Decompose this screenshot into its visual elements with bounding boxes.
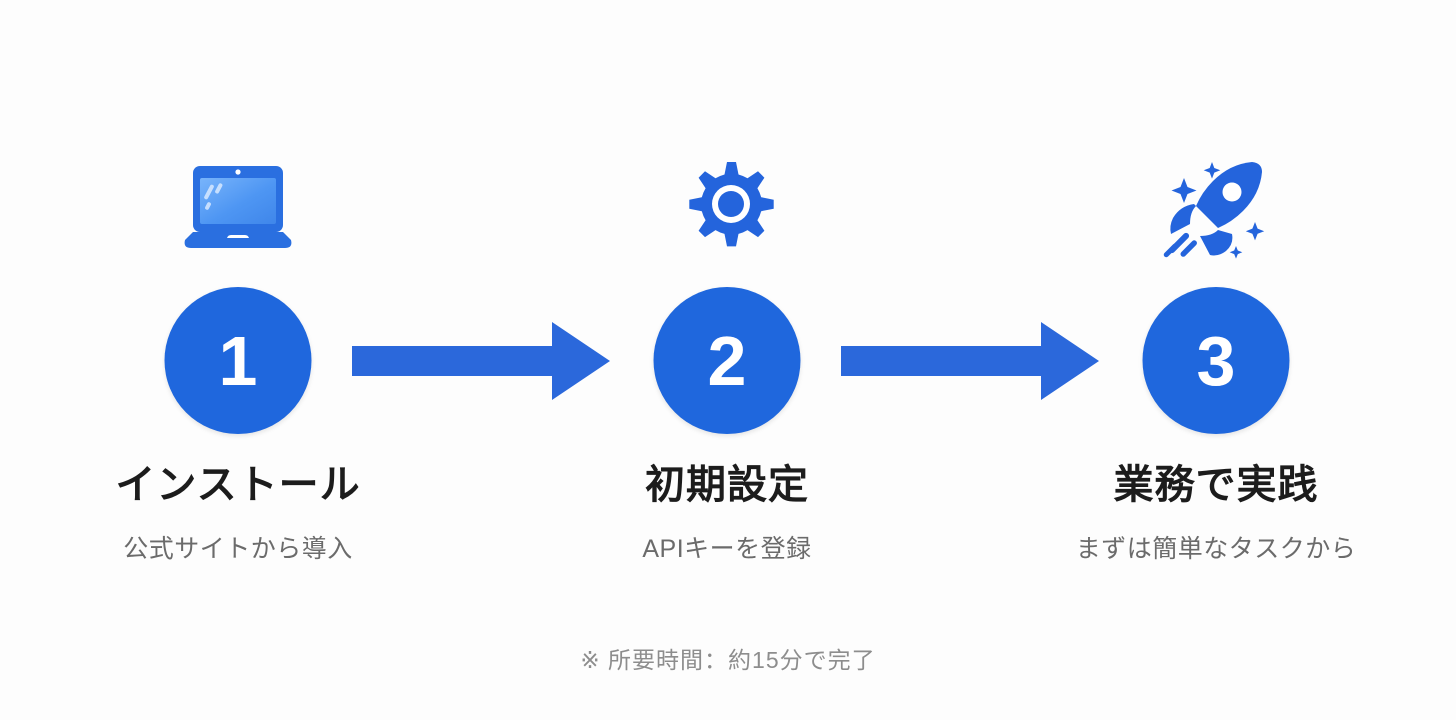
step-card-2: 2 初期設定 APIキーを登録 (557, 0, 897, 620)
step-subtitle-3: まずは簡単なタスクから (1075, 535, 1357, 563)
gear-icon (667, 148, 787, 268)
step-title-1: インストール (115, 463, 361, 507)
step-number-2: 2 (707, 321, 747, 400)
step-number-badge-2: 2 (653, 287, 801, 434)
arrow-step2-to-step3-icon (839, 318, 1101, 404)
footnote-text: ※ 所要時間：約15分で完了 (580, 647, 876, 673)
laptop-icon (178, 148, 298, 268)
step-number-badge-3: 3 (1142, 287, 1290, 434)
step-number-1: 1 (218, 321, 258, 400)
step-number-3: 3 (1196, 321, 1236, 400)
step-subtitle-1: 公式サイトから導入 (123, 535, 353, 563)
step-subtitle-2: APIキーを登録 (642, 535, 812, 563)
arrow-step1-to-step2-icon (350, 318, 612, 404)
step-card-3: 3 業務で実践 まずは簡単なタスクから (1046, 0, 1386, 620)
step-card-1: 1 インストール 公式サイトから導入 (68, 0, 408, 620)
rocket-icon (1156, 148, 1276, 268)
step-title-2: 初期設定 (645, 463, 809, 507)
step-title-3: 業務で実践 (1113, 463, 1319, 507)
step-number-badge-1: 1 (164, 287, 312, 434)
